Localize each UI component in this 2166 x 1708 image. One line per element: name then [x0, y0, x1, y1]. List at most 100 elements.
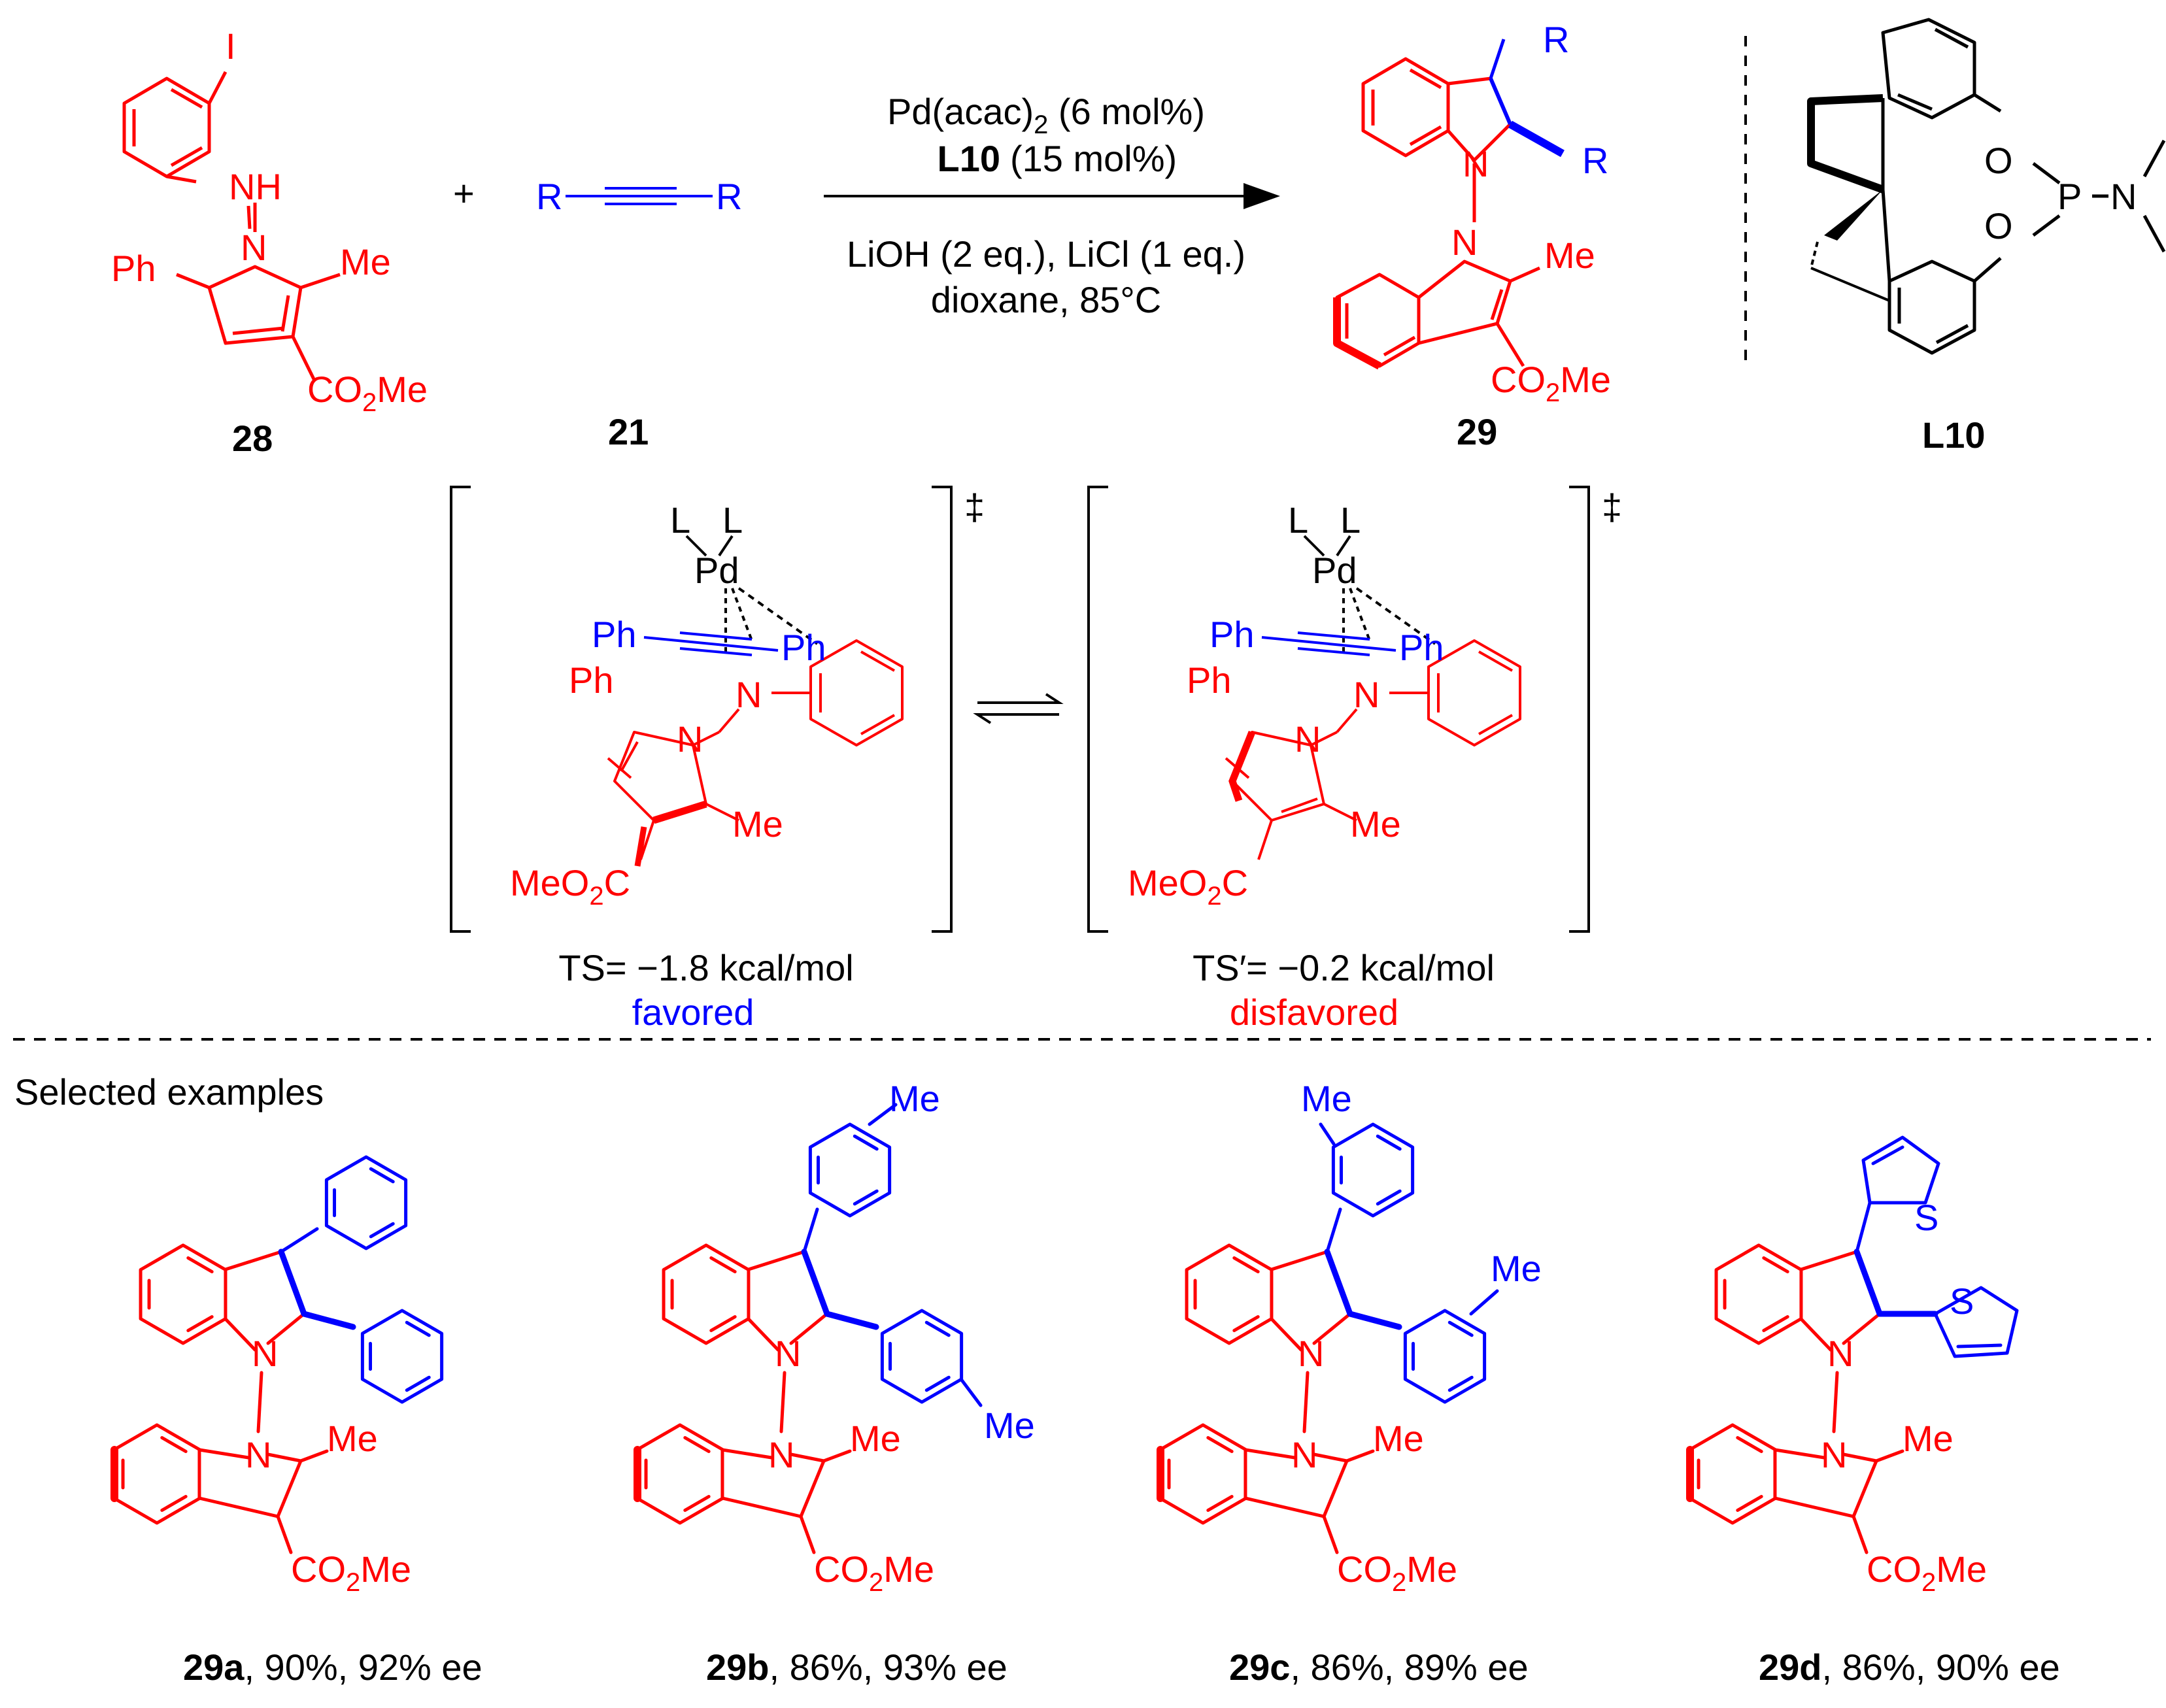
c2-tolyl-ring-double-bond [1447, 1320, 1474, 1337]
indole-n1-label: N [1827, 1333, 1853, 1374]
c2-phenyl-ring-double-bond [405, 1375, 431, 1392]
methyl-label: Me [1373, 1418, 1424, 1459]
lower-indole-benzene-double-bond [1736, 1495, 1763, 1512]
n-n-bond [779, 1371, 787, 1433]
product-ester: CO2Me [1491, 359, 1611, 407]
indole-bond [1852, 1459, 1878, 1518]
ester-label: CO2Me [1337, 1549, 1457, 1597]
compound-id-l10: L10 [1922, 414, 1986, 456]
pyrrole-n-label: N [241, 227, 267, 268]
ligand-p: P [2057, 176, 2082, 217]
c3-tolyl-ring-double-bond [853, 1134, 879, 1151]
condition-ligand-name: L10 [938, 138, 1001, 179]
c3-methyl-bond [868, 1103, 898, 1126]
example-compound-id: 29d [1759, 1647, 1822, 1688]
thiophene-double-bond [1956, 1343, 2003, 1348]
upper-indole-benzene [662, 1243, 751, 1345]
example-caption: 29d, 86%, 90% ee [1759, 1647, 2060, 1688]
ligand-n: N [2110, 176, 2137, 217]
indole-bond [224, 1317, 257, 1352]
ts2-dagger: ‡ [1602, 486, 1622, 527]
reactant-28-structure [122, 71, 341, 380]
ts1-ph-pyrrole: Ph [569, 660, 614, 701]
example-compound-id: 29b [706, 1647, 770, 1688]
ts2-brackets [1087, 486, 1590, 933]
alkyne-21-structure [566, 187, 713, 205]
product-methyl: Me [1544, 235, 1595, 276]
c3-methyl-label: Me [1301, 1078, 1352, 1119]
ts1-amine-n: N [736, 674, 762, 715]
c3-methyl-bond [1319, 1122, 1336, 1146]
lower-indole-benzene-double-bond [1206, 1495, 1234, 1512]
ts2-ester: MeO2C [1128, 862, 1248, 911]
ligand-o1: O [1984, 140, 2013, 181]
condition-ligand-loading: (15 mol%) [1010, 138, 1177, 179]
nh-label: NH [229, 166, 282, 207]
ligand-o2: O [1984, 205, 2013, 246]
product-29-structure [1333, 39, 1565, 370]
n-n-bond [1302, 1371, 1310, 1433]
c3-tolyl-ring [1331, 1122, 1415, 1218]
indole-bond [1842, 1312, 1882, 1345]
c3-sulfur-label: S [1914, 1197, 1938, 1238]
upper-indole-benzene-double-bond [186, 1315, 214, 1332]
methyl-label: Me [327, 1418, 378, 1459]
ester-bond [1322, 1515, 1339, 1554]
ts1-structure [607, 535, 904, 867]
ts1-palladium: Pd [694, 550, 739, 591]
methyl-label: Me [1903, 1418, 1954, 1459]
upper-indole-benzene [1714, 1243, 1803, 1345]
methyl-label: Me [850, 1418, 901, 1459]
ester-bond [1852, 1515, 1869, 1554]
product-r3: R [1543, 19, 1569, 60]
thiophene-double-bond [1871, 1145, 1904, 1165]
compound-id-28: 28 [232, 418, 273, 459]
ester-label: CO2Me [814, 1549, 934, 1597]
lower-indole-benzene-double-bond [160, 1436, 188, 1453]
c2-tolyl-ring-double-bond [924, 1320, 951, 1337]
c2-aryl-bond [824, 1311, 879, 1330]
lower-indole-benzene [635, 1423, 724, 1525]
c3-aryl-bond [802, 1207, 819, 1254]
ts1-ester: MeO2C [510, 862, 630, 911]
indole-bond [224, 1250, 283, 1271]
c3-thienyl-bond [1855, 1201, 1872, 1254]
indole-bond [1244, 1448, 1296, 1460]
indole-bond [266, 1312, 306, 1345]
example-caption: 29a, 90%, 92% ee [183, 1647, 482, 1688]
ts2-ph-pyrrole: Ph [1187, 660, 1232, 701]
indole-bond [1842, 1452, 1878, 1463]
c2-tolyl-ring [880, 1309, 964, 1404]
c3-phenyl-ring-double-bond [369, 1222, 395, 1239]
ts1-dagger: ‡ [964, 486, 985, 527]
example-caption: 29c, 86%, 89% ee [1229, 1647, 1529, 1688]
n-n-bond [1832, 1371, 1839, 1433]
ts2-energy: TS′= −0.2 kcal/mol [1193, 947, 1495, 988]
lower-indole-benzene [112, 1423, 201, 1525]
ts2-verdict: disfavored [1230, 992, 1398, 1033]
lower-indole-benzene-double-bond [160, 1495, 188, 1512]
c3-tolyl-ring-double-bond [1376, 1189, 1402, 1206]
indole-c2-c3-bond [1324, 1248, 1353, 1317]
c2-phenyl-ring [360, 1309, 444, 1404]
c2-sulfur-label: S [1950, 1281, 1974, 1322]
c2-phenyl-ring-double-bond [405, 1320, 431, 1337]
ts1-ph-alkyne-right: Ph [781, 627, 826, 668]
c2-aryl-bond [301, 1311, 356, 1330]
upper-indole-benzene [1185, 1243, 1274, 1345]
indole-n1-label: N [1298, 1333, 1324, 1374]
indole-bond [747, 1317, 780, 1352]
indole-bond [1322, 1459, 1349, 1518]
lower-indole-benzene-double-bond [1736, 1436, 1763, 1453]
indole-bond [1773, 1496, 1855, 1518]
ts2-ph-alkyne-left: Ph [1210, 614, 1255, 655]
product-n2: N [1451, 222, 1478, 263]
lower-indole-benzene [1688, 1423, 1777, 1525]
upper-indole-benzene-double-bond [1232, 1256, 1260, 1273]
methyl-bond [1345, 1449, 1375, 1463]
indole-bond [789, 1312, 829, 1345]
lower-indole-benzene-double-bond [1206, 1436, 1234, 1453]
product-n1: N [1463, 143, 1489, 184]
indole-bond [197, 1448, 250, 1460]
